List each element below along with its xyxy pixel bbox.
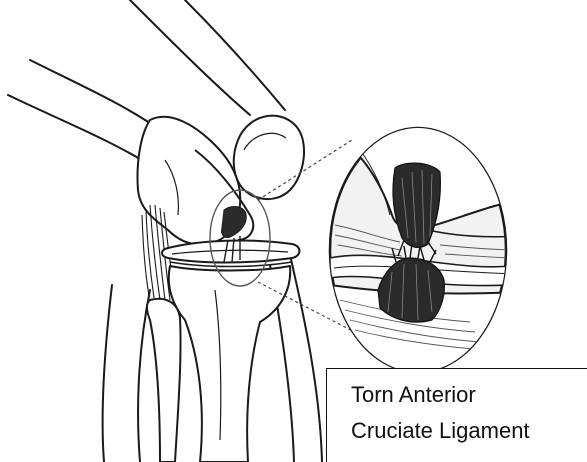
fibula <box>147 299 181 462</box>
label-line-2: Cruciate Ligament <box>351 413 587 449</box>
meniscus <box>162 241 300 267</box>
tibia <box>169 266 290 462</box>
patella <box>234 116 304 199</box>
label-line-1: Torn Anterior <box>351 377 587 413</box>
label-box: Torn Anterior Cruciate Ligament <box>326 368 587 462</box>
zoom-detail <box>330 120 520 380</box>
